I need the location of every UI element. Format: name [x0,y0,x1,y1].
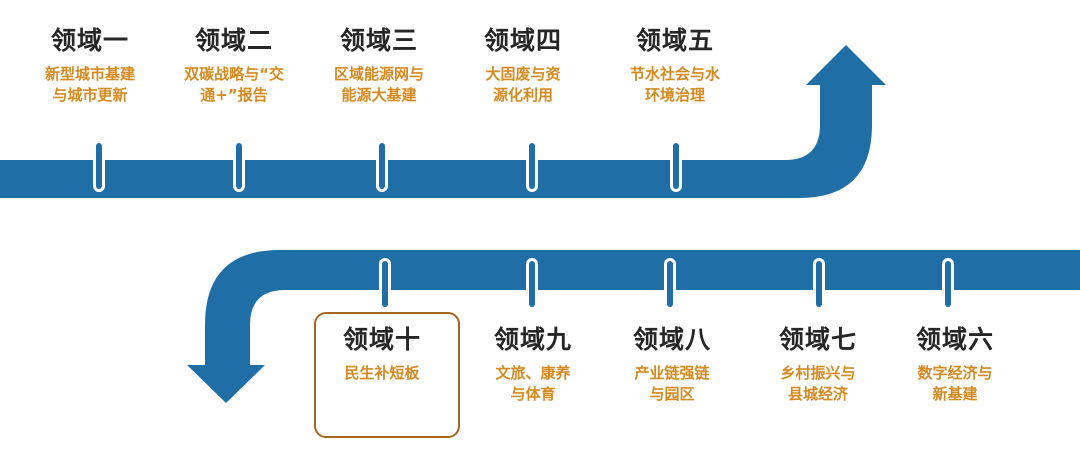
node-desc: 文旅、康养 与体育 [458,363,608,405]
node-desc-line: 区域能源网与 [333,65,424,83]
connector-4-inner [529,143,535,189]
connector-3-inner [379,143,385,189]
node-5: 领域五 节水社会与水 环境治理 [600,26,750,106]
node-4: 领域四 大固废与资 源化利用 [448,26,598,106]
node-10: 领域十 民生补短板 [307,325,457,384]
connector-7-inner [816,261,822,307]
node-desc-line: 乡村振兴与 [780,364,856,382]
node-title: 领域十 [342,325,421,354]
node-7: 领域七 乡村振兴与 县城经济 [743,325,893,405]
connector-10-inner [382,261,388,307]
node-desc-line: 新基建 [932,385,978,403]
node-desc-line: 与体育 [510,385,556,403]
top-flow-arrow [0,45,886,198]
node-desc: 乡村振兴与 县城经济 [743,363,893,405]
node-desc-line: 环境治理 [644,86,705,104]
node-desc-line: 源化利用 [492,86,553,104]
node-desc-line: 双碳战略与“交 [184,65,284,83]
connector-2-inner [236,143,242,189]
node-title: 领域七 [778,325,857,354]
node-title: 领域九 [493,325,572,354]
node-desc: 节水社会与水 环境治理 [600,64,750,106]
node-title: 领域八 [632,325,711,354]
connector-5-inner [673,143,679,189]
node-desc-line: 产业链强链 [634,364,710,382]
node-8: 领域八 产业链强链 与园区 [597,325,747,405]
node-desc-line: 文旅、康养 [495,364,571,382]
bottom-flow-arrow [187,250,1080,403]
node-desc-line: 数字经济与 [917,364,993,382]
node-desc: 区域能源网与 能源大基建 [304,64,454,106]
node-desc: 数字经济与 新基建 [880,363,1030,405]
node-desc: 大固废与资 源化利用 [448,64,598,106]
node-desc-line: 通+”报告 [200,86,268,104]
connector-8-inner [667,261,673,307]
node-desc-line: 大固废与资 [485,65,561,83]
node-desc: 产业链强链 与园区 [597,363,747,405]
node-title: 领域四 [483,26,562,55]
node-9: 领域九 文旅、康养 与体育 [458,325,608,405]
node-desc: 双碳战略与“交 通+”报告 [159,64,309,106]
highlight-box [314,312,460,438]
connector-9-inner [529,261,535,307]
node-desc-line: 节水社会与水 [629,65,720,83]
node-1: 领域一 新型城市基建 与城市更新 [15,26,165,106]
node-desc-line: 能源大基建 [341,86,417,104]
node-title: 领域二 [194,26,273,55]
node-title: 领域三 [339,26,418,55]
node-title: 领域六 [915,325,994,354]
node-desc-line: 与城市更新 [52,86,128,104]
node-desc-line: 县城经济 [787,385,848,403]
node-desc-line: 民生补短板 [344,364,420,382]
connector-6-inner [945,261,951,307]
node-desc: 民生补短板 [307,363,457,384]
node-title: 领域五 [635,26,714,55]
node-title: 领域一 [50,26,129,55]
node-6: 领域六 数字经济与 新基建 [880,325,1030,405]
node-3: 领域三 区域能源网与 能源大基建 [304,26,454,106]
node-desc: 新型城市基建 与城市更新 [15,64,165,106]
node-desc-line: 新型城市基建 [44,65,135,83]
connector-1-inner [96,143,102,189]
node-desc-line: 与园区 [649,385,695,403]
node-2: 领域二 双碳战略与“交 通+”报告 [159,26,309,106]
